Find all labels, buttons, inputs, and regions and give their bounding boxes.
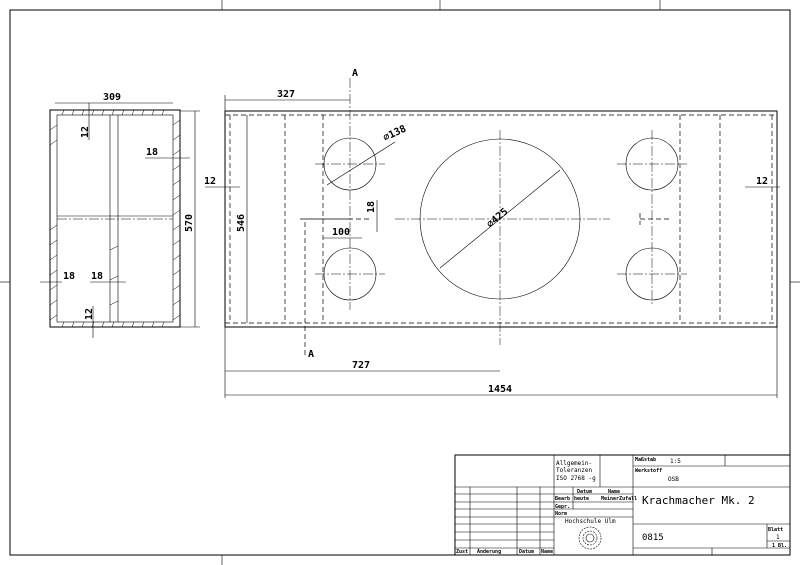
dim-port-width: 100 bbox=[332, 227, 350, 238]
section-marker-bottom: A bbox=[308, 349, 314, 360]
sheet-label: Blatt bbox=[768, 527, 783, 533]
tolerance-label: Allgemein- bbox=[556, 460, 592, 467]
dim-right-wall: 12 bbox=[756, 176, 768, 187]
dim-offset: 327 bbox=[277, 89, 295, 100]
tolerance-standard: ISO 2768 -g bbox=[556, 475, 596, 482]
dim-left-wall: 12 bbox=[204, 176, 216, 187]
side-view: 309 570 12 18 18 18 12 bbox=[40, 92, 200, 338]
title-block: Allgemein- Toleranzen ISO 2768 -g Maßsta… bbox=[454, 454, 791, 556]
dim-large-hole: ∅425 bbox=[485, 206, 511, 230]
dim-left-wall: 18 bbox=[63, 271, 75, 282]
rev-date: Datum bbox=[519, 549, 534, 555]
dim-right-wall: 18 bbox=[146, 147, 158, 158]
dim-port-height: 18 bbox=[366, 201, 377, 213]
edited-date: heute bbox=[574, 496, 589, 502]
row-edited: Bearb bbox=[555, 496, 570, 502]
tolerance-label: Toleranzen bbox=[556, 467, 593, 474]
drawing-number: 0815 bbox=[642, 533, 664, 543]
col-name: Name bbox=[608, 489, 620, 495]
material-value: OSB bbox=[668, 476, 679, 483]
dim-inner-height: 546 bbox=[236, 214, 247, 232]
dim-side-height: 570 bbox=[184, 214, 195, 232]
col-date: Datum bbox=[577, 489, 592, 495]
section-marker-top: A bbox=[352, 68, 358, 79]
material-label: Werkstoff bbox=[635, 468, 662, 474]
hatching bbox=[49, 109, 181, 328]
dim-top-wall: 12 bbox=[80, 126, 91, 138]
row-checked: Gepr. bbox=[555, 504, 570, 510]
rev-name: Name bbox=[541, 549, 553, 555]
row-norm: Norm bbox=[555, 511, 567, 517]
rev-state: Zust bbox=[456, 549, 468, 555]
dim-brace: 18 bbox=[91, 271, 103, 282]
drawing-title: Krachmacher Mk. 2 bbox=[642, 494, 755, 507]
edited-name: MeinerZufall bbox=[601, 496, 637, 502]
scale-label: Maßstab bbox=[635, 457, 656, 463]
dim-half-width: 727 bbox=[352, 360, 370, 371]
dim-small-hole: ∅138 bbox=[382, 124, 408, 144]
dim-bottom-wall: 12 bbox=[84, 308, 95, 320]
scale-value: 1:5 bbox=[670, 458, 681, 465]
front-view: ∅138 ∅425 327 546 12 12 100 18 727 1454 … bbox=[204, 68, 780, 398]
institution: Hochschule Ulm bbox=[565, 518, 616, 525]
rev-change: Änderung bbox=[477, 548, 501, 555]
institution-logo bbox=[578, 526, 602, 550]
sheet-number: 1 bbox=[776, 534, 780, 541]
dim-side-width: 309 bbox=[103, 92, 121, 103]
sheet-total: 1 Bl. bbox=[772, 543, 787, 549]
dim-total-width: 1454 bbox=[488, 384, 512, 395]
